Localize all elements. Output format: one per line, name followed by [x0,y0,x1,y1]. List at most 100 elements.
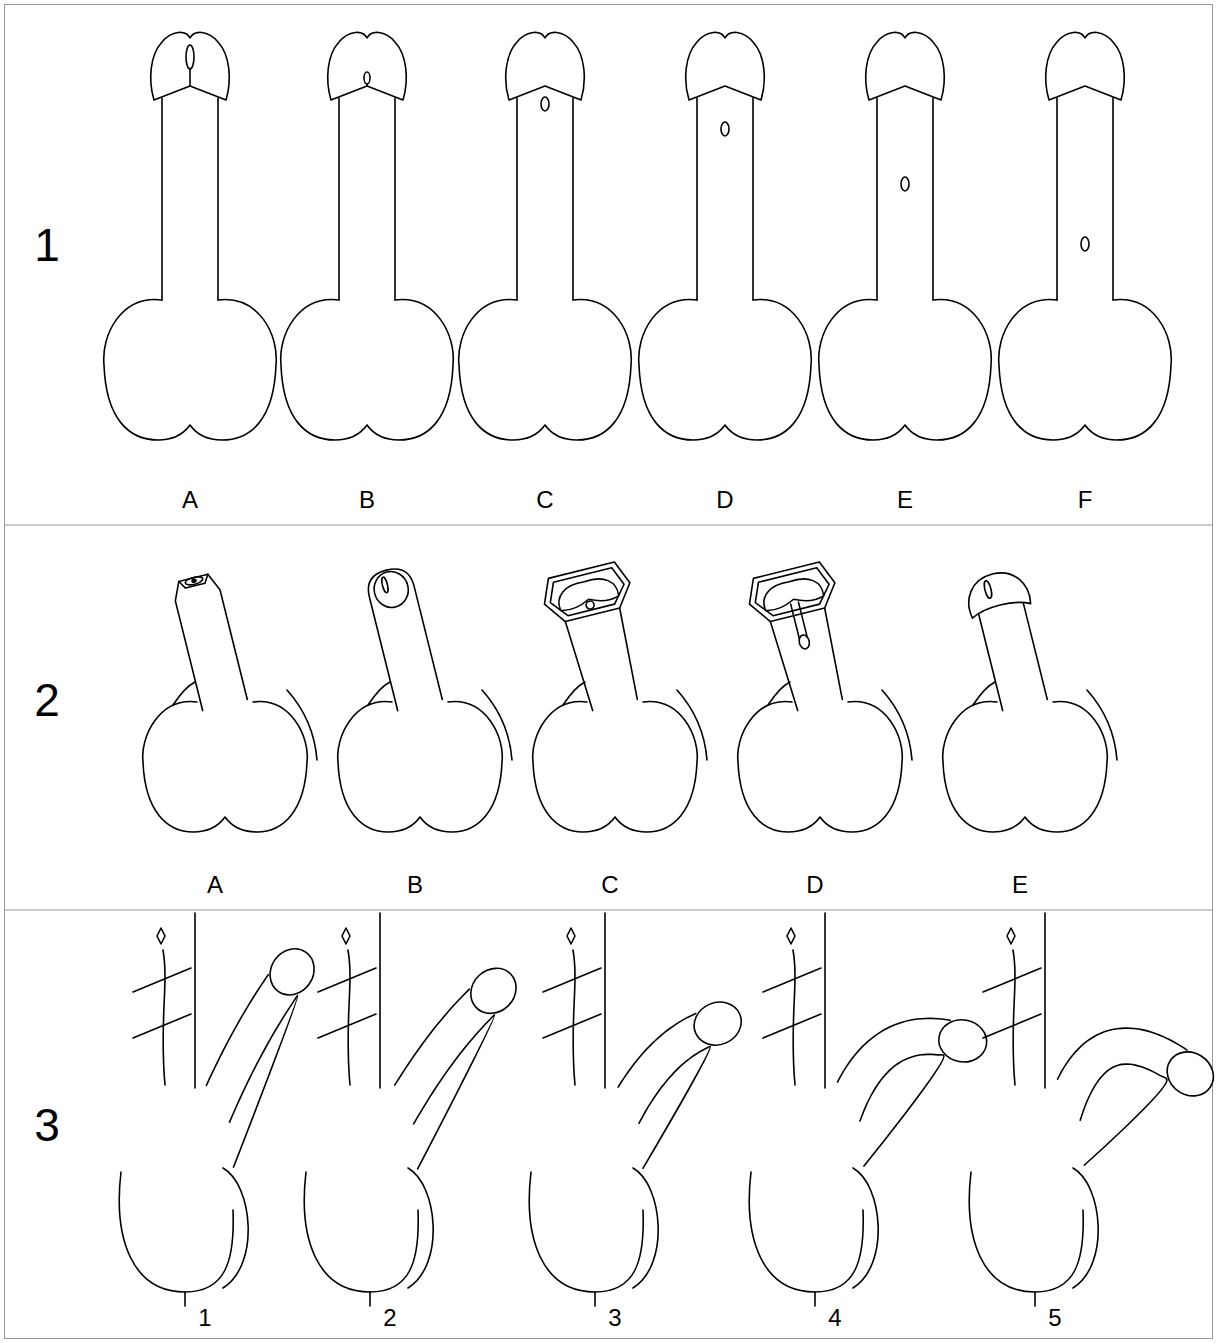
shaft-group [962,567,1054,713]
scrotum-outline [119,1172,233,1292]
scrotum-outline [143,702,308,832]
scrotum-outline [529,1172,643,1292]
midline-curve [1013,950,1015,1085]
scrotum-outline [639,300,812,440]
penis-figure [459,32,632,440]
midline-curve [573,950,575,1085]
figure-number: 1 [198,1306,211,1330]
glans-outline [462,959,526,1023]
scrotum-outline [104,300,277,440]
glans-outline [686,32,765,100]
shaft-outline [395,989,470,1085]
meatus [901,177,909,191]
penis-figure [281,32,454,440]
row-number: 1 [34,222,60,268]
raphe-line [184,1292,186,1306]
raphe-line [1034,1292,1036,1306]
umbilicus-mark [157,928,165,944]
figure-letter: D [716,488,733,512]
scrotum-lobe [223,1168,248,1288]
urethral-groove [791,602,807,639]
meatus [983,580,993,599]
raphe-line [814,1292,816,1306]
thigh-line [287,690,317,760]
shaft-outline [837,1018,950,1082]
figure-number: 4 [828,1306,841,1330]
shaft-outline [770,608,847,712]
hood-inner [546,566,628,619]
midline-curve [163,950,165,1085]
row-number: 2 [34,677,60,723]
penis-figure [639,32,812,440]
shaft-outline [230,995,298,1167]
midline-curve [793,950,795,1085]
scrotum-outline [281,300,454,440]
skin-crease [983,968,1041,1038]
glans-outline [1159,1043,1217,1105]
body-line [379,913,381,1088]
penis-figure [749,913,990,1306]
penis-figure [969,913,1217,1306]
penis-figure [104,32,277,440]
scrotum-outline [304,1172,418,1292]
penis-figure [119,913,323,1306]
figure-letter: C [536,488,553,512]
thigh-line [677,690,707,760]
meatus [184,575,203,586]
panel-divider [5,525,1213,526]
umbilicus-mark [342,928,350,944]
glans-outline [151,32,230,100]
figure-letter: A [207,873,223,897]
glans-outline [935,1016,990,1066]
penis-figure [738,559,912,832]
shaft-outline [639,1046,710,1168]
scrotum-lobe [633,1168,658,1288]
glans-outline [555,574,619,612]
glans-outline [328,32,407,100]
row-number: 3 [34,1102,60,1148]
shaft-outline [414,1015,495,1169]
umbilicus-mark [1007,928,1015,944]
shaft-outline [697,98,753,300]
penis-figure [819,32,992,440]
skin-fold [563,682,585,705]
scrotum-lobe [853,1168,878,1288]
meatus [798,634,811,650]
skin-fold [173,682,195,705]
scrotum-outline [943,702,1108,832]
shaft-outline [162,98,218,300]
penis-figure [143,572,317,832]
skin-crease [763,968,821,1038]
glans-outline [687,995,748,1053]
scrotum-outline [819,300,992,440]
panel-border [5,5,1213,1339]
glans-outline [866,32,945,100]
meatus-dot [192,579,197,583]
figure-number: 5 [1048,1306,1061,1330]
meatus [541,97,549,111]
glans-midline [366,84,368,86]
skin-fold [368,682,390,705]
skin-crease [543,968,601,1038]
shaft-outline [877,98,933,300]
shaft-group [539,559,658,715]
meatus [381,577,390,594]
glans-outline [506,32,585,100]
glans-outline [370,568,412,611]
figure-letter: F [1078,488,1093,512]
scrotum-outline [999,300,1172,440]
figure-letter: E [1012,873,1028,897]
shaft-group [364,565,442,711]
penis-figure [529,913,748,1306]
panel-frame [5,5,1213,1339]
thigh-line [882,690,912,760]
umbilicus-mark [567,928,575,944]
shaft-group [171,572,247,711]
shaft-outline [206,975,268,1086]
shaft-outline [1057,98,1113,300]
shaft-outline [565,608,642,712]
scrotum-outline [749,1172,863,1292]
glans-outline [1046,32,1125,100]
meatus [721,122,729,136]
raphe-line [369,1292,371,1306]
